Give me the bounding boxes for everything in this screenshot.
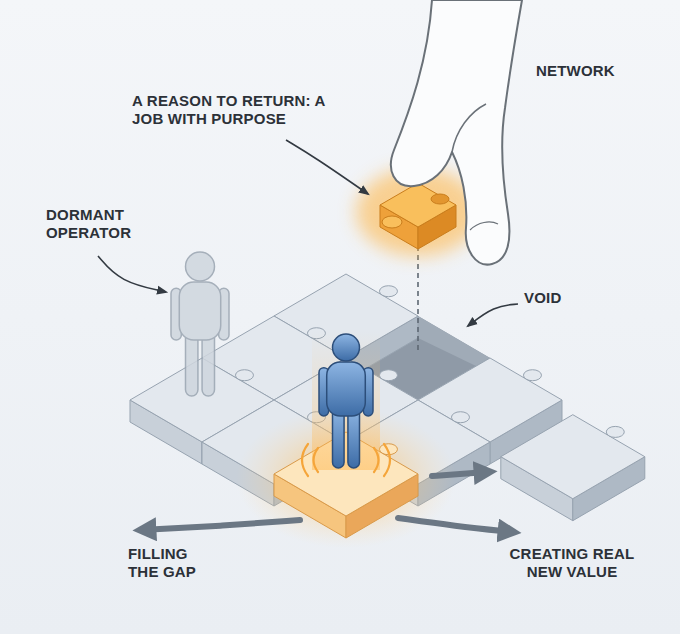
- label-box: DORMANT OPERATOR: [46, 206, 146, 242]
- value-arrow: [142, 520, 300, 530]
- leader-lines: [98, 140, 518, 326]
- label-box: A REASON TO RETURN: A JOB WITH PURPOSE: [132, 92, 330, 128]
- figure-part: [327, 362, 366, 416]
- drop-line: [417, 246, 419, 352]
- piece-top: [380, 183, 456, 227]
- detached-tile: [501, 415, 645, 521]
- label-box: FILLING THE GAP: [128, 545, 214, 581]
- label-box: NETWORK: [536, 62, 615, 80]
- void-wall: [418, 316, 490, 366]
- callout-label: VOID: [524, 289, 561, 307]
- figure-part: [179, 282, 220, 340]
- dormant-figure: [171, 252, 229, 396]
- golden-piece: [380, 183, 456, 249]
- puzzle-knob: [523, 370, 541, 381]
- label-box: CREATING REAL NEW VALUE: [496, 545, 648, 581]
- callout-label: FILLING THE GAP: [128, 545, 214, 581]
- leader-line: [286, 140, 368, 194]
- tile-top: [501, 415, 645, 499]
- active-figure: [319, 334, 373, 468]
- hand-crease: [452, 104, 486, 152]
- value-arrows: [142, 472, 512, 532]
- piece-notch: [431, 194, 449, 204]
- figure-part: [348, 408, 360, 468]
- value-arrow: [398, 518, 512, 532]
- hand-crease: [470, 222, 498, 230]
- value-arrow: [432, 472, 488, 476]
- figure-part: [333, 334, 360, 361]
- glow-arc: [314, 448, 319, 472]
- glow-arcs: [302, 444, 390, 476]
- hand: [391, 0, 522, 265]
- light-beam: [312, 330, 380, 470]
- leader-line: [468, 304, 518, 326]
- figure-part: [202, 332, 214, 396]
- callout-label: DORMANT OPERATOR: [46, 206, 146, 242]
- figure-part: [186, 332, 198, 396]
- callout-label: A REASON TO RETURN: A JOB WITH PURPOSE: [132, 92, 330, 128]
- figure-part: [333, 408, 345, 468]
- puzzle-knob: [235, 370, 253, 381]
- figure-part: [186, 252, 215, 281]
- puzzle-knob: [606, 426, 624, 437]
- glow-arc: [384, 444, 390, 476]
- puzzle-knob: [451, 412, 469, 423]
- piece-knob: [382, 216, 402, 228]
- platform: [130, 274, 645, 521]
- puzzle-knob: [379, 286, 397, 297]
- callout-label: CREATING REAL NEW VALUE: [496, 545, 648, 581]
- leader-line: [98, 256, 166, 292]
- glow-arc: [302, 444, 308, 476]
- callout-label: NETWORK: [536, 62, 615, 80]
- glow-arc: [374, 448, 379, 472]
- puzzle-knob: [379, 370, 397, 381]
- label-box: VOID: [524, 289, 561, 307]
